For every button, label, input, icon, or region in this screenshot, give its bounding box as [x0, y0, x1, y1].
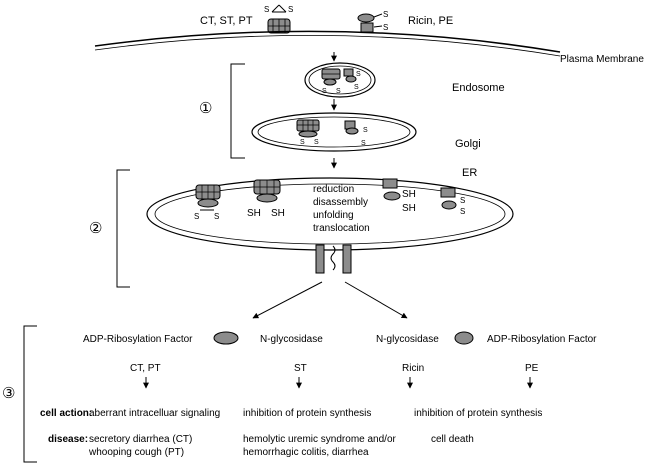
disease-2a: hemolytic uremic syndrome and/or: [243, 434, 397, 445]
golgi-label: Golgi: [455, 138, 481, 150]
er-process-unfolding: unfolding: [313, 210, 354, 221]
svg-text:S: S: [354, 84, 359, 91]
er-label: ER: [462, 167, 477, 179]
er-ab-intact-icon: S S: [440, 187, 465, 216]
ab5-toxin-membrane-icon: S S: [264, 4, 293, 34]
bracket-step1: [230, 63, 245, 159]
disease-1b: whooping cough (PT): [88, 447, 184, 458]
svg-text:SH: SH: [247, 208, 261, 219]
svg-text:S: S: [383, 10, 388, 19]
group-ricin: Ricin: [402, 363, 424, 374]
er-process-disassembly: disassembly: [313, 197, 368, 208]
svg-text:S: S: [322, 88, 327, 95]
disease-1a: secretory diarrhea (CT): [89, 434, 192, 445]
endosome-label: Endosome: [452, 82, 505, 94]
left-ng-label: N-glycosidase: [260, 334, 323, 345]
step2-marker: ②: [89, 220, 102, 237]
group-ct-pt: CT, PT: [130, 363, 161, 374]
a-subunit-icon-left: [213, 331, 239, 345]
arrow-left: [252, 281, 323, 319]
svg-text:SH: SH: [402, 189, 416, 200]
svg-text:S: S: [314, 139, 319, 146]
er-process-reduction: reduction: [313, 184, 354, 195]
svg-text:S: S: [460, 196, 465, 205]
svg-text:S: S: [460, 207, 465, 216]
svg-text:SH: SH: [402, 203, 416, 214]
svg-text:S: S: [361, 140, 366, 147]
er: [146, 177, 514, 251]
cell-action-3: inhibition of protein synthesis: [414, 408, 542, 419]
cell-action-2: inhibition of protein synthesis: [243, 408, 371, 419]
toxins-right-label: Ricin, PE: [408, 15, 453, 27]
er-process-translocation: translocation: [313, 223, 370, 234]
svg-text:S: S: [264, 5, 269, 14]
arrow-right: [344, 281, 408, 319]
cell-action-1: aberrant intracelluar signaling: [89, 408, 220, 419]
er-ab-reduced-icon: SH SH: [382, 178, 416, 214]
bracket-step2: [116, 169, 130, 288]
er-ab5-reduced-icon: SH SH: [247, 179, 285, 219]
svg-text:S: S: [356, 71, 361, 78]
svg-text:SH: SH: [271, 208, 285, 219]
left-arf-label: ADP-Ribosylation Factor: [83, 334, 193, 345]
plasma-membrane: [94, 30, 561, 53]
svg-text:S: S: [288, 5, 293, 14]
group-pe: PE: [525, 363, 539, 374]
svg-text:S: S: [336, 88, 341, 95]
step1-marker: ①: [199, 100, 212, 117]
golgi: [251, 112, 417, 152]
translocon-channel-icon: [315, 244, 352, 274]
er-ab5-intact-icon: S S: [194, 184, 221, 221]
endosome-toxins-icon: S S S S: [321, 68, 361, 95]
plasma-membrane-label: Plasma Membrane: [560, 54, 644, 65]
group-st: ST: [294, 363, 307, 374]
cell-action-label: cell action:: [40, 408, 92, 419]
disease-label: disease:: [48, 434, 88, 445]
right-arf-label: ADP-Ribosylation Factor: [487, 334, 597, 345]
disease-3: cell death: [431, 434, 474, 445]
disease-2b: hemorrhagic colitis, diarrhea: [243, 447, 369, 458]
svg-text:S: S: [383, 23, 388, 32]
golgi-toxins-icon: S S S S: [296, 119, 368, 147]
svg-text:S: S: [194, 212, 199, 221]
step3-marker: ③: [2, 385, 15, 402]
toxins-left-label: CT, ST, PT: [200, 15, 253, 27]
ab-toxin-membrane-icon: S S: [357, 10, 388, 33]
right-ng-label: N-glycosidase: [376, 334, 439, 345]
svg-text:S: S: [214, 212, 219, 221]
svg-text:S: S: [363, 127, 368, 134]
down-arrows: [143, 377, 533, 389]
svg-text:S: S: [300, 139, 305, 146]
a-subunit-icon-right: [454, 331, 474, 345]
bracket-step3: [23, 325, 37, 463]
